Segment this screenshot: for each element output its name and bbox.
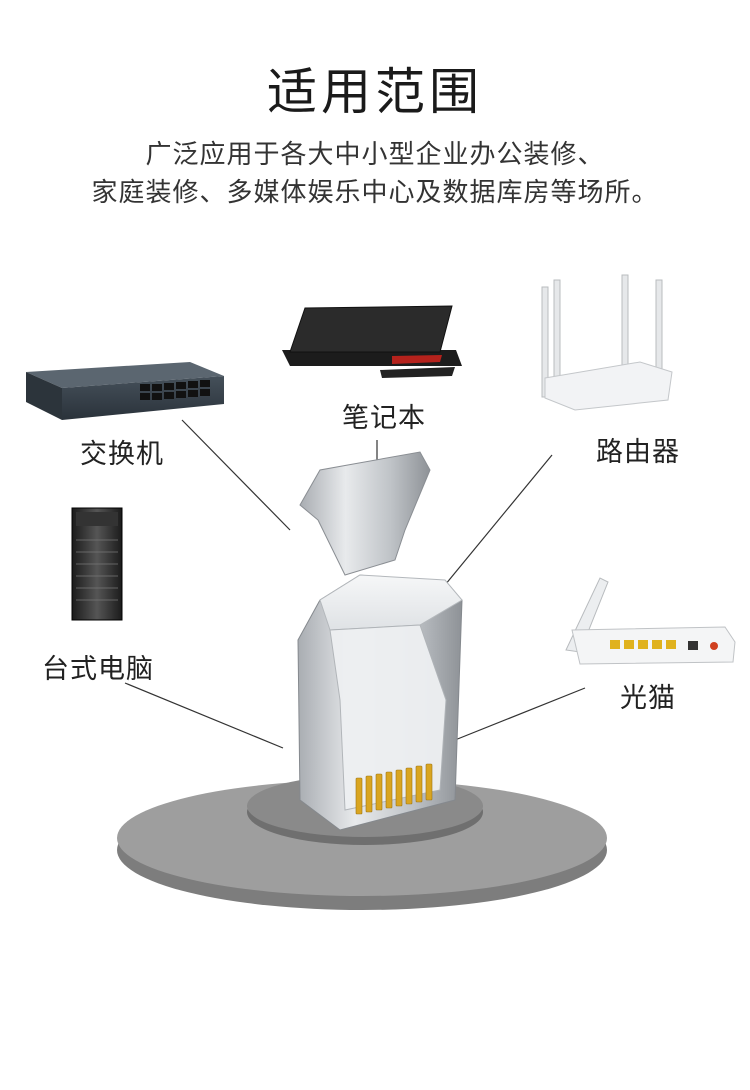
label-router: 路由器 bbox=[596, 437, 680, 468]
rj45-connector bbox=[297, 451, 463, 831]
gold-pins bbox=[355, 763, 433, 815]
label-desktop: 台式电脑 bbox=[42, 654, 154, 685]
modem-image bbox=[565, 577, 736, 665]
label-switch: 交换机 bbox=[80, 439, 164, 470]
desktop-tower-image bbox=[71, 507, 123, 621]
description-line-1: 广泛应用于各大中小型企业办公装修、 bbox=[145, 140, 605, 170]
page-title: 适用范围 bbox=[267, 63, 483, 121]
callout-lines bbox=[124, 419, 586, 749]
laptop-image bbox=[282, 305, 462, 378]
router-image bbox=[541, 274, 673, 411]
label-laptop: 笔记本 bbox=[342, 403, 426, 434]
description-line-2: 家庭装修、多媒体娱乐中心及数据库房等场所。 bbox=[91, 178, 659, 208]
switch-image bbox=[26, 362, 224, 420]
label-modem: 光猫 bbox=[620, 683, 676, 714]
